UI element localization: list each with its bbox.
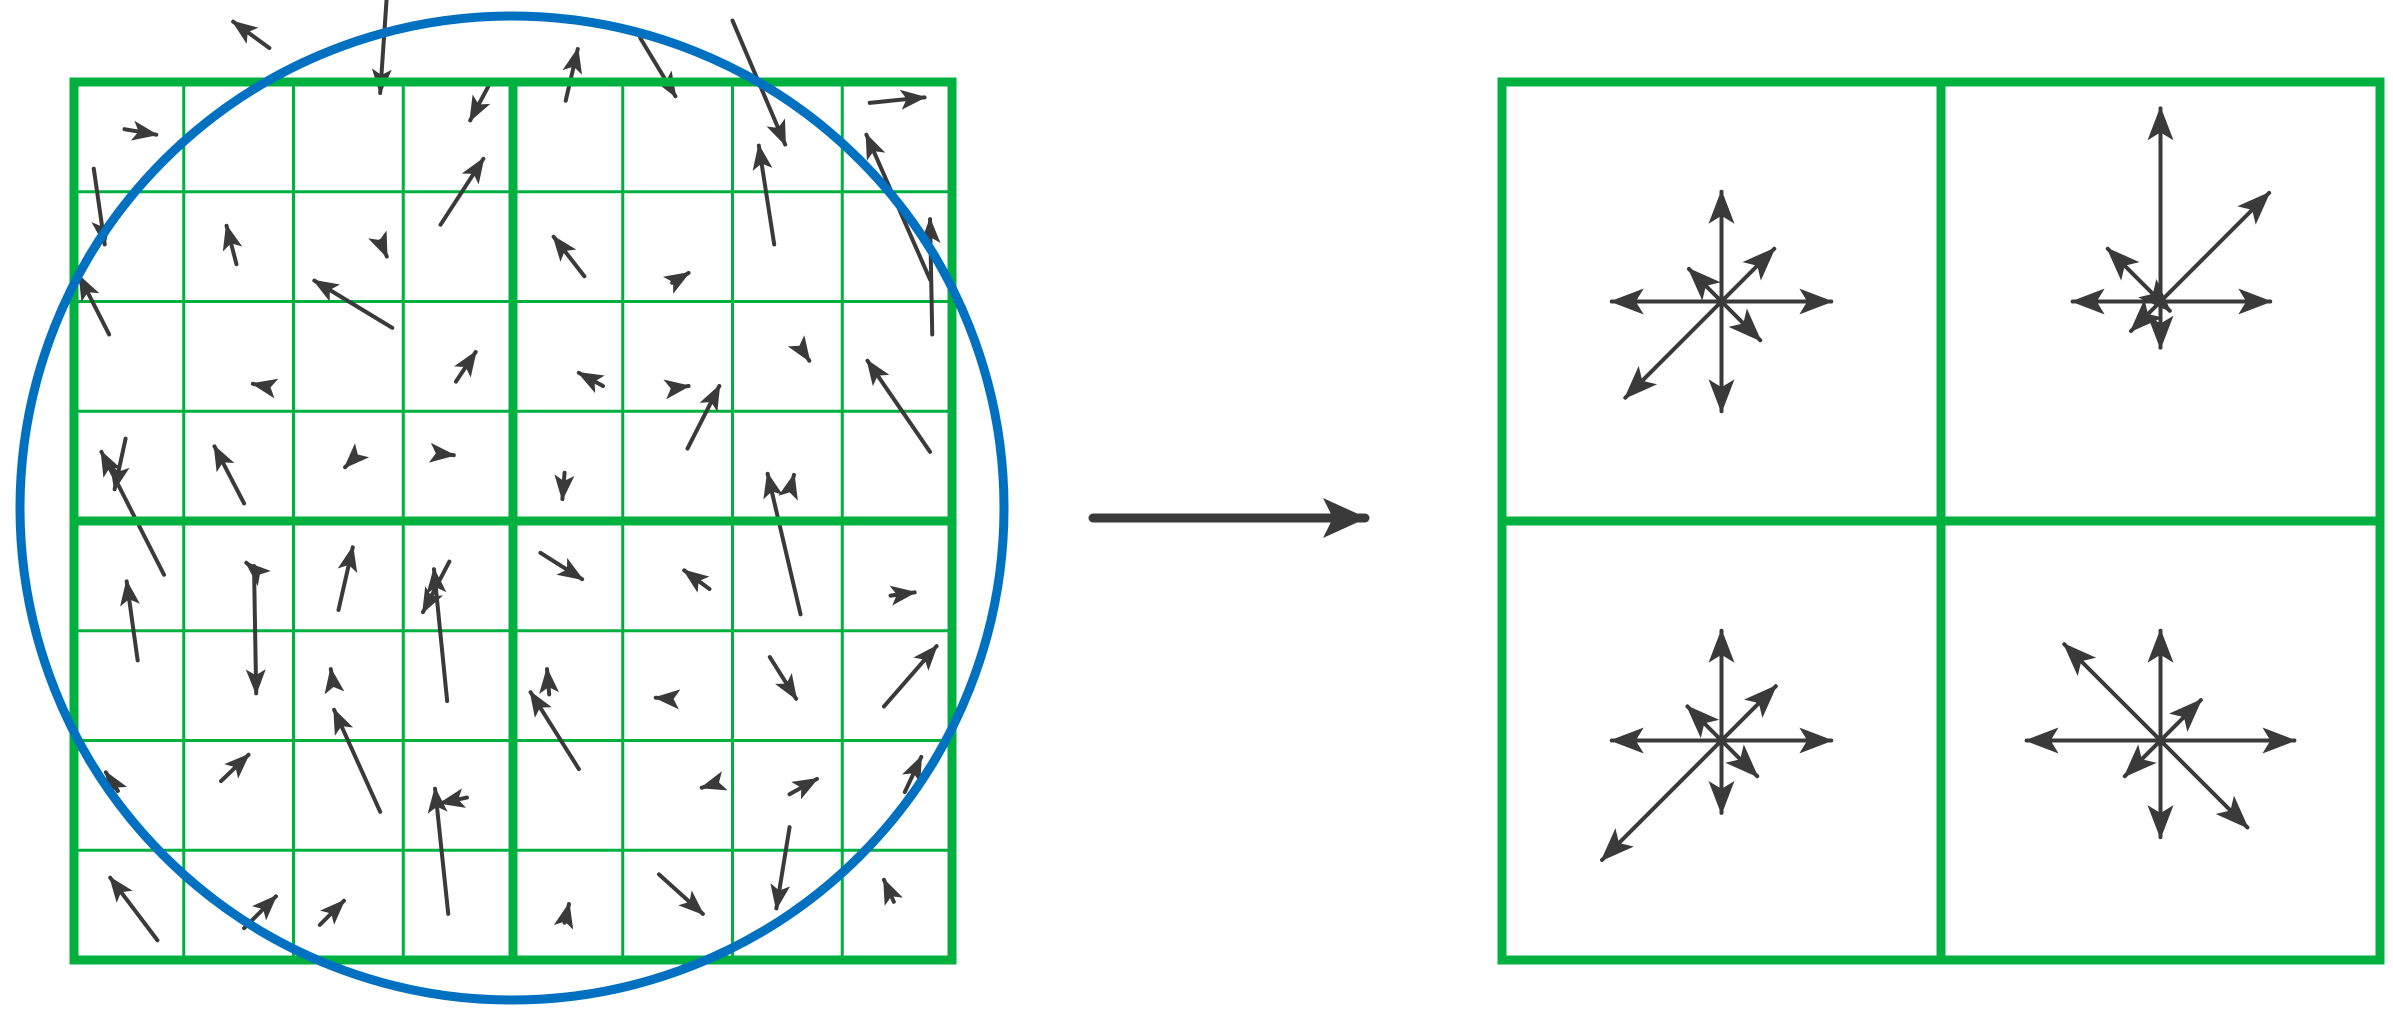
gradient-arrow [99, 449, 166, 577]
gradient-arrow [428, 442, 456, 463]
gradient-arrow [438, 156, 486, 227]
gradient-arrow [888, 585, 917, 606]
gradient-arrow [553, 902, 574, 930]
gradient-arrow [371, 0, 392, 95]
gradient-arrow [920, 217, 941, 337]
gradient-arrow [867, 89, 927, 110]
gradient-arrow [763, 471, 803, 617]
histogram-bin-arrow [2129, 299, 2163, 333]
gradient-arrow [427, 786, 451, 916]
gaussian-window-circle [15, 11, 1009, 1005]
gradient-arrow [103, 770, 128, 798]
gradient-arrow [77, 274, 112, 337]
histogram-bin-arrow [2158, 190, 2272, 304]
histogram-bin-arrow [1623, 299, 1724, 400]
histogram-bin-arrow [1686, 266, 1724, 304]
gradient-arrow [752, 143, 777, 247]
gradient-arrow [554, 470, 575, 502]
histogram-bin-arrow [2137, 278, 2172, 313]
gradient-arrow [219, 752, 251, 784]
gradient-arrow [468, 83, 491, 123]
histogram-bin-arrow [2158, 698, 2203, 743]
gradient-arrow [336, 545, 358, 612]
gradient-arrow [902, 754, 924, 795]
gradient-arrow [538, 550, 585, 582]
gradient-arrow [865, 358, 933, 454]
gradient-arrow [685, 384, 722, 451]
gradient-arrow [438, 788, 469, 808]
gradient-arrow [368, 230, 389, 259]
gradient-arrow [245, 563, 266, 696]
gradient-arrow [317, 898, 346, 927]
gradient-arrow [663, 379, 691, 400]
gradient-arrow [881, 644, 939, 709]
gradient-arrow [312, 278, 395, 330]
gradient-arrow [120, 579, 140, 663]
orientation-histograms [1599, 106, 2297, 863]
histogram-bin-arrow [2105, 246, 2163, 304]
gradient-grid [15, 0, 1009, 1005]
histogram-bin-arrow [1719, 299, 1763, 343]
gradient-arrow [662, 270, 691, 294]
histogram-bin-arrow [1719, 738, 1760, 779]
histogram-bin-arrow [1719, 684, 1778, 743]
gradient-arrow [770, 825, 792, 911]
gradient-arrow [122, 120, 159, 141]
gradient-arrow [653, 689, 681, 710]
gradient-arrow [108, 875, 160, 943]
gradient-arrow [324, 667, 345, 695]
histogram-bin-arrow [1599, 738, 1724, 863]
histogram-bin-arrow [1685, 704, 1724, 743]
gradient-arrow [528, 690, 581, 772]
gradient-arrow [222, 223, 243, 267]
gradient-arrow [656, 872, 705, 916]
gradient-arrow [638, 36, 678, 99]
gradient-arrow [453, 349, 478, 384]
descriptor-cells-grid [1497, 77, 2385, 965]
gradient-arrow [787, 335, 812, 363]
gradient-arrow [778, 472, 798, 501]
histogram-bin-arrow [2062, 642, 2163, 743]
histogram-bin-arrow [2158, 738, 2250, 830]
descriptor-grid [1497, 77, 2385, 965]
gradient-arrow [539, 667, 560, 697]
gradient-arrow [881, 877, 903, 906]
gradient-arrow [231, 19, 272, 50]
gradient-arrow [682, 568, 712, 593]
gradient-arrow [767, 655, 799, 701]
gradient-arrow [562, 47, 583, 103]
gradient-arrow [343, 443, 370, 470]
gradient-arrow [332, 707, 383, 814]
gradient-arrow [212, 444, 247, 506]
gradient-arrow [787, 776, 820, 800]
gradient-arrow [250, 378, 279, 399]
gradient-arrow [576, 370, 605, 394]
gradient-arrow [551, 234, 587, 279]
gradient-vectors [77, 0, 941, 943]
subregion-blocks-grid [69, 77, 957, 965]
histogram-bin-arrow [2122, 738, 2163, 779]
histogram-bin-arrow [1719, 246, 1777, 304]
grid-border [69, 77, 957, 965]
gradient-arrow [699, 771, 728, 791]
gradient-arrow [426, 567, 450, 703]
